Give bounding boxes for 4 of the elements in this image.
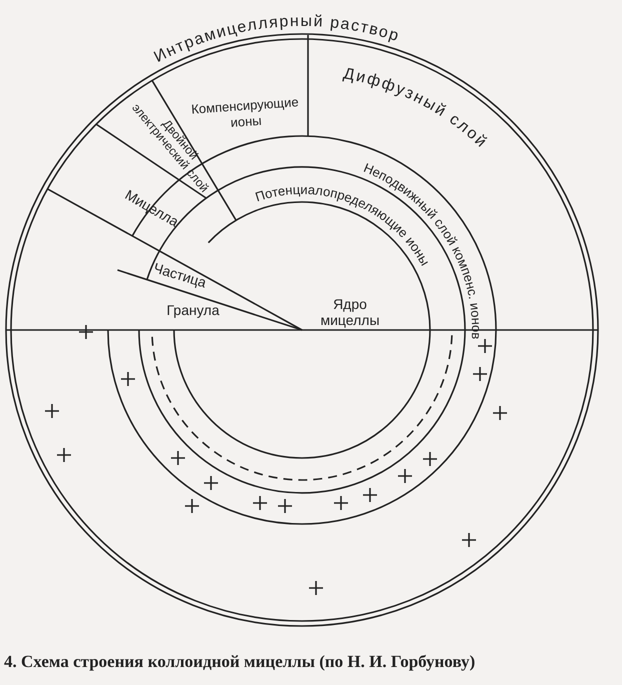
- layer-label: Компенсирующие ионы: [190, 94, 300, 130]
- layer-label: Гранула: [166, 302, 220, 318]
- layer-label: Ядро мицеллы: [320, 296, 380, 328]
- figure-caption: 4. Схема строения коллоидной мицеллы (по Н. И. Горбунову): [4, 652, 476, 672]
